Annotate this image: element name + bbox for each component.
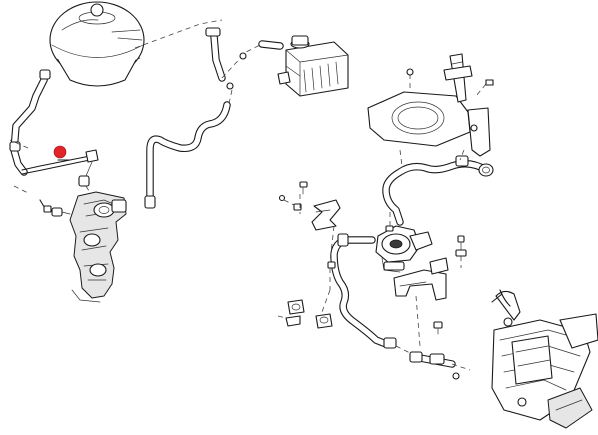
overflow-hose[interactable]	[144, 101, 231, 209]
engine-coolant-housing[interactable]	[69, 191, 127, 303]
engine-block-partial[interactable]	[491, 289, 598, 429]
coolant-pipe-highlighted[interactable]	[21, 149, 99, 187]
vent-hose-upper[interactable]	[134, 19, 284, 109]
dashed-leaders-right	[299, 194, 421, 355]
coolant-reservoir[interactable]	[277, 35, 349, 97]
hose-clip-2[interactable]	[315, 313, 333, 329]
bolt-left-2[interactable]	[51, 207, 71, 217]
coolant-hose-lower[interactable]	[330, 233, 397, 349]
auxiliary-water-pump[interactable]	[375, 225, 433, 273]
hose-clip-1[interactable]	[277, 299, 305, 327]
coolant-hose-right-upper[interactable]	[382, 149, 494, 226]
bolt-right-4[interactable]	[455, 235, 467, 268]
bolt-right-2[interactable]	[278, 194, 302, 211]
bolt-right-6[interactable]	[385, 212, 394, 232]
bolt-left-1[interactable]	[39, 199, 52, 213]
pump-bracket-left[interactable]	[311, 199, 341, 231]
coolant-pipe-left[interactable]	[9, 69, 51, 176]
pump-bracket-right[interactable]	[393, 257, 449, 301]
bolt-right-3[interactable]	[327, 261, 336, 290]
bolt-right-5[interactable]	[433, 321, 443, 335]
mounting-bracket-upper[interactable]	[367, 53, 494, 157]
bolt-right-1[interactable]	[299, 181, 308, 195]
callout-marker[interactable]	[53, 145, 67, 159]
coolant-hose-connector[interactable]	[409, 351, 471, 380]
expansion-tank[interactable]	[49, 1, 145, 87]
